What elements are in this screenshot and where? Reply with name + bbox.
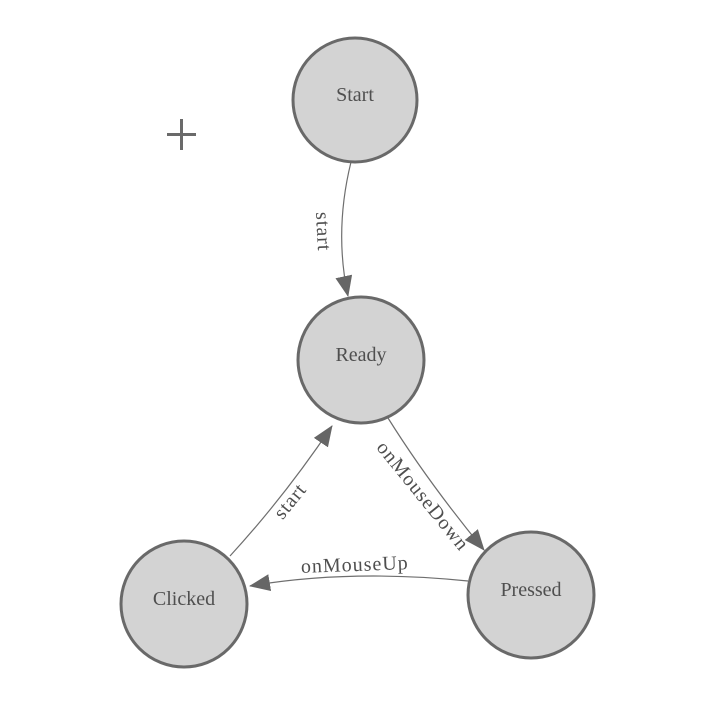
edge-label-onmousedown: onMouseDown (372, 437, 474, 555)
node-pressed-circle[interactable] (466, 530, 596, 660)
node-start-circle[interactable] (291, 36, 419, 164)
node-clicked-label: Clicked (153, 588, 215, 610)
node-pressed[interactable]: Pressed (466, 530, 596, 660)
node-pressed-label: Pressed (500, 579, 561, 601)
node-start-label: Start (336, 84, 374, 106)
edge-label-onmouseup: onMouseUp (300, 552, 409, 578)
node-clicked-circle[interactable] (119, 539, 249, 669)
edge-clicked-to-ready[interactable] (229, 425, 333, 557)
edge-label-start-top: start (311, 211, 335, 252)
node-ready-circle[interactable] (296, 295, 426, 425)
nodes-layer: Start Ready Clicked Pressed (119, 36, 596, 669)
edge-label-start-left: start (269, 479, 311, 523)
node-start[interactable]: Start (291, 36, 419, 164)
edge-pressed-to-clicked[interactable] (249, 574, 469, 592)
node-ready-label: Ready (335, 344, 386, 366)
node-ready[interactable]: Ready (296, 295, 426, 425)
crosshair-cursor-icon (167, 119, 196, 150)
edge-ready-to-pressed[interactable] (387, 417, 485, 551)
node-clicked[interactable]: Clicked (119, 539, 249, 669)
edge-start-to-ready[interactable] (335, 161, 353, 297)
